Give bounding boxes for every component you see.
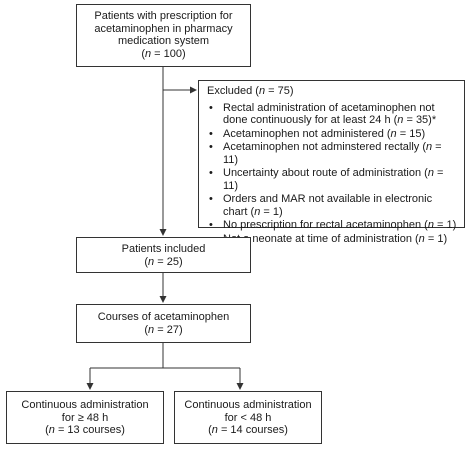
list-item: Rectal administration of acetaminophen n… <box>207 102 458 127</box>
list-item: Uncertainty about route of administratio… <box>207 167 458 192</box>
list-item: Acetaminophen not administered (n = 15) <box>207 128 458 141</box>
excluded-list: Rectal administration of acetaminophen n… <box>207 102 458 246</box>
box-patients-included: Patients included (n = 25) <box>76 237 251 273</box>
list-item: Not a neonate at time of administration … <box>207 233 458 246</box>
box-continuous-lt48: Continuous administration for < 48 h (n … <box>174 391 322 444</box>
excluded-heading: Excluded (n = 75) <box>207 85 294 97</box>
excluded-box: Excluded (n = 75) Rectal administration … <box>198 80 465 245</box>
list-item: Acetaminophen not adminstered rectally (… <box>207 141 458 166</box>
box-continuous-ge48: Continuous administration for ≥ 48 h (n … <box>6 391 164 444</box>
list-item: Orders and MAR not available in electron… <box>207 193 458 218</box>
box-prescription: Patients with prescription for acetamino… <box>76 4 251 67</box>
list-item: No prescription for rectal acetaminophen… <box>207 219 458 232</box>
box-courses: Courses of acetaminophen (n = 27) <box>76 304 251 343</box>
